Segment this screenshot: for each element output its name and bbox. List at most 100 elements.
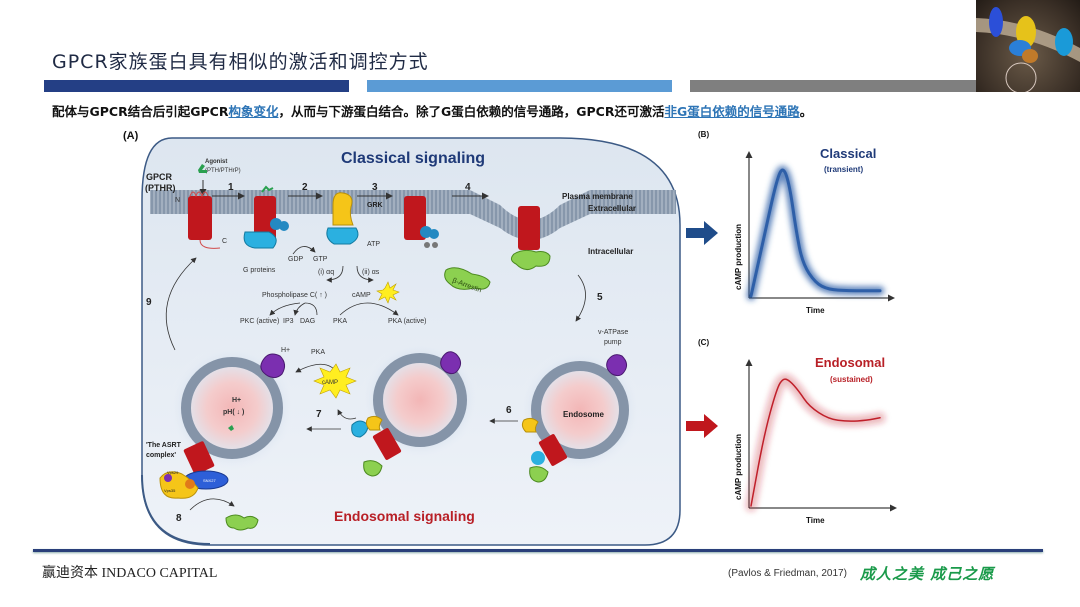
g-protein-gs-activated-icon bbox=[326, 192, 359, 245]
series-glow-endosomal bbox=[745, 373, 886, 512]
gdp-label: GDP bbox=[288, 256, 304, 263]
n-terminus-label: N bbox=[175, 197, 180, 204]
chart-c-y-label: cAMP production bbox=[734, 434, 743, 500]
subtitle-part-1: 配体与GPCR结合后引起GPCR bbox=[52, 104, 229, 119]
vps35-label: Vps35 bbox=[164, 488, 176, 493]
pthr-label: (PTHR) bbox=[145, 183, 176, 193]
header-bar-dark-blue bbox=[44, 80, 349, 92]
intracellular-label: Intracellular bbox=[588, 247, 633, 256]
recycled-arrestin-icon bbox=[225, 514, 259, 531]
step-9-label: 9 bbox=[146, 297, 152, 308]
ph-down-label: pH( ↓ ) bbox=[223, 409, 244, 416]
pka-active-label: PKA (active) bbox=[388, 318, 427, 325]
chart-endosomal: (C) Endosomal (sustained) Time cAMP prod… bbox=[698, 338, 897, 525]
agonist-icon bbox=[198, 164, 207, 173]
step-5-label: 5 bbox=[597, 292, 603, 303]
conformational-change-link[interactable]: 构象变化 bbox=[228, 104, 279, 119]
released-agonist-icon bbox=[228, 425, 234, 431]
gpcr-receptor-1-icon bbox=[188, 191, 221, 249]
v-atpase-pump-icon bbox=[260, 353, 286, 379]
panel-a-label: (A) bbox=[123, 130, 139, 142]
path-i-alpha-q-label: (i) αq bbox=[318, 269, 334, 276]
pump-label: pump bbox=[604, 339, 622, 346]
chart-c-panel-label: (C) bbox=[698, 338, 709, 347]
series-line-classical bbox=[749, 168, 882, 298]
asrt-label-line2: complex' bbox=[146, 452, 176, 459]
camp-endosomal-label: cAMP bbox=[322, 380, 338, 386]
gpcr-3d-thumbnail-image bbox=[976, 0, 1080, 92]
h-plus-outer-label: H+ bbox=[281, 347, 290, 354]
step-6-label: 6 bbox=[506, 405, 512, 416]
snx27-label: SNX27 bbox=[203, 478, 216, 483]
gtp-label: GTP bbox=[313, 256, 328, 263]
gpcr-receptor-3-icon bbox=[404, 196, 439, 248]
step-8-label: 8 bbox=[176, 513, 182, 524]
path-ii-alpha-s-label: (ii) αs bbox=[362, 269, 380, 276]
company-motto: 成人之美 成己之愿 bbox=[860, 565, 995, 583]
gpcr-receptor-2-icon bbox=[254, 185, 276, 240]
series-line-endosomal bbox=[750, 378, 881, 507]
chart-c-title: Endosomal bbox=[815, 355, 885, 370]
dag-label: DAG bbox=[300, 318, 315, 325]
company-name: 赢迪资本 INDACO CAPITAL bbox=[42, 566, 218, 581]
step-7-label: 7 bbox=[316, 409, 322, 420]
h-plus-inner-label: H+ bbox=[232, 397, 241, 404]
page-title: GPCR家族蛋白具有相似的激活和调控方式 bbox=[52, 51, 429, 73]
series-glow-classical bbox=[746, 165, 885, 301]
pka-endosomal-label: PKA bbox=[311, 349, 325, 356]
pkc-active-label: PKC (active) bbox=[240, 318, 279, 325]
ip3-label: IP3 bbox=[283, 318, 294, 325]
header-bar-light-blue bbox=[367, 80, 672, 92]
gpcr-label: GPCR bbox=[146, 172, 173, 182]
chart-b-y-label: cAMP production bbox=[734, 224, 743, 290]
gpcr-receptor-internalizing-icon bbox=[510, 206, 551, 270]
citation: (Pavlos & Friedman, 2017) bbox=[728, 568, 847, 579]
camp-label: cAMP bbox=[352, 292, 371, 299]
phospholipase-c-label: Phospholipase C( ↑ ) bbox=[262, 292, 327, 299]
chart-classical: (B) Classical (transient) Time cAMP prod… bbox=[698, 130, 895, 315]
c-terminus-label: C bbox=[222, 238, 227, 245]
chart-b-panel-label: (B) bbox=[698, 130, 709, 139]
endosome-label: Endosome bbox=[563, 410, 604, 419]
step-4-label: 4 bbox=[465, 182, 471, 193]
agonist-sub-label: (PTH/PTHrP) bbox=[205, 168, 241, 174]
endosomal-signaling-title: Endosomal signaling bbox=[334, 508, 475, 524]
chart-b-subtitle: (transient) bbox=[824, 165, 863, 174]
v-atpase-label: v-ATPase bbox=[598, 329, 628, 336]
extracellular-label: Extracellular bbox=[588, 204, 636, 213]
vps29-label: Vps29 bbox=[167, 470, 179, 475]
agonist-label: Agonist bbox=[205, 159, 227, 165]
g-proteins-label: G proteins bbox=[243, 267, 276, 274]
subtitle-part-3: 。 bbox=[799, 104, 813, 119]
arrow-to-endosomal-icon bbox=[686, 414, 718, 438]
g-protein-alpha-1-icon bbox=[243, 218, 289, 249]
pka-label: PKA bbox=[333, 318, 347, 325]
step-3-label: 3 bbox=[372, 182, 378, 193]
endosome-middle bbox=[360, 340, 480, 460]
plasma-membrane-label: Plasma membrane bbox=[562, 192, 633, 201]
asrt-complex-icon bbox=[159, 441, 229, 499]
header-bar-gray bbox=[690, 80, 990, 92]
chart-b-title: Classical bbox=[820, 146, 876, 161]
grk-label: GRK bbox=[367, 202, 383, 209]
endosome-right-complex-icon bbox=[521, 417, 568, 483]
beta-arrestin-icon bbox=[444, 267, 491, 290]
subtitle-text: 配体与GPCR结合后引起GPCR构象变化，从而与下游蛋白结合。除了G蛋白依赖的信… bbox=[52, 101, 812, 120]
chart-c-subtitle: (sustained) bbox=[830, 375, 873, 384]
footer-divider bbox=[33, 549, 1043, 552]
camp-burst-icon bbox=[376, 281, 400, 304]
camp-endosomal-burst-icon bbox=[313, 363, 357, 399]
plasma-membrane bbox=[150, 190, 676, 240]
chart-b-x-label: Time bbox=[806, 306, 825, 315]
step-1-label: 1 bbox=[228, 182, 234, 193]
subtitle-part-2: ，从而与下游蛋白结合。除了G蛋白依赖的信号通路，GPCR还可激活 bbox=[278, 104, 665, 119]
asrt-label-line1: 'The ASRT bbox=[146, 442, 182, 449]
endosome-middle-complex-icon bbox=[351, 415, 402, 477]
endosome-left bbox=[168, 344, 296, 472]
atp-label: ATP bbox=[367, 241, 380, 248]
chart-c-x-label: Time bbox=[806, 516, 825, 525]
non-g-protein-pathway-link[interactable]: 非G蛋白依赖的信号通路 bbox=[664, 104, 800, 119]
classical-signaling-title: Classical signaling bbox=[341, 150, 485, 167]
arrow-to-classical-icon bbox=[686, 221, 718, 245]
